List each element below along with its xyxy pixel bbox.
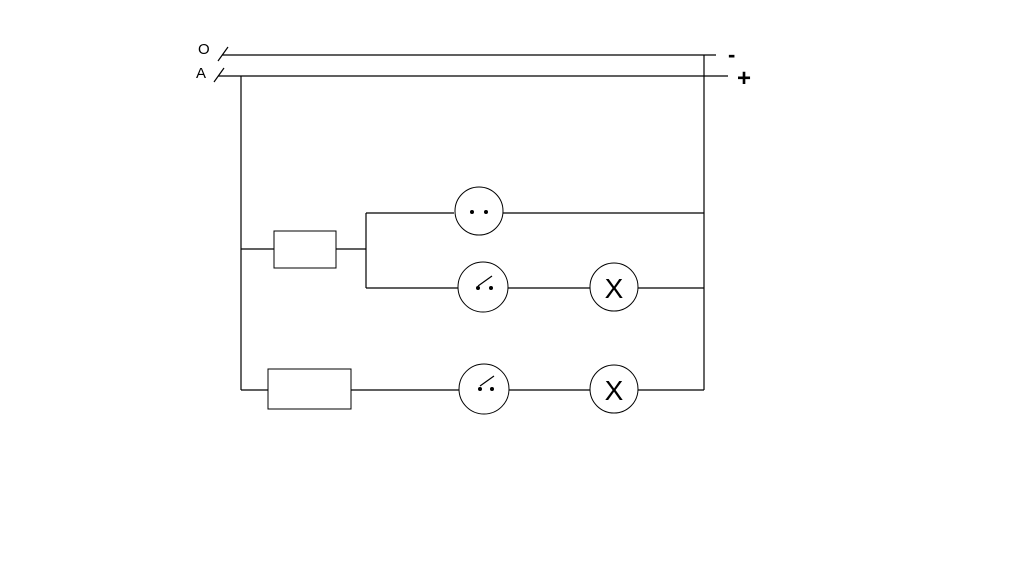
rail-o-label: O <box>198 41 210 58</box>
switch-2-contact-right-icon <box>490 387 494 391</box>
switch-1-lever-icon <box>477 275 493 287</box>
fuse-2 <box>267 368 352 410</box>
rail-a-tick-icon <box>213 67 225 83</box>
plus-terminal-label: + <box>737 65 751 92</box>
lamp-1-symbol: X <box>605 273 624 304</box>
fuse-1 <box>273 230 337 269</box>
rail-a-label: A <box>196 65 206 82</box>
lamp-1 <box>589 262 639 312</box>
switch-1-contact-left-icon <box>476 286 480 290</box>
socket-outlet <box>454 186 504 236</box>
rail-o-tick-icon <box>217 46 229 62</box>
minus-terminal-label: - <box>728 42 735 67</box>
socket-pin-left-icon <box>470 210 474 214</box>
switch-2-contact-left-icon <box>478 387 482 391</box>
switch-1-contact-right-icon <box>489 286 493 290</box>
switch-1 <box>457 261 509 313</box>
socket-pin-right-icon <box>484 210 488 214</box>
switch-2 <box>458 363 510 415</box>
switch-2-lever-icon <box>479 375 495 387</box>
lamp-2-symbol: X <box>605 375 624 406</box>
lamp-2 <box>589 364 639 414</box>
